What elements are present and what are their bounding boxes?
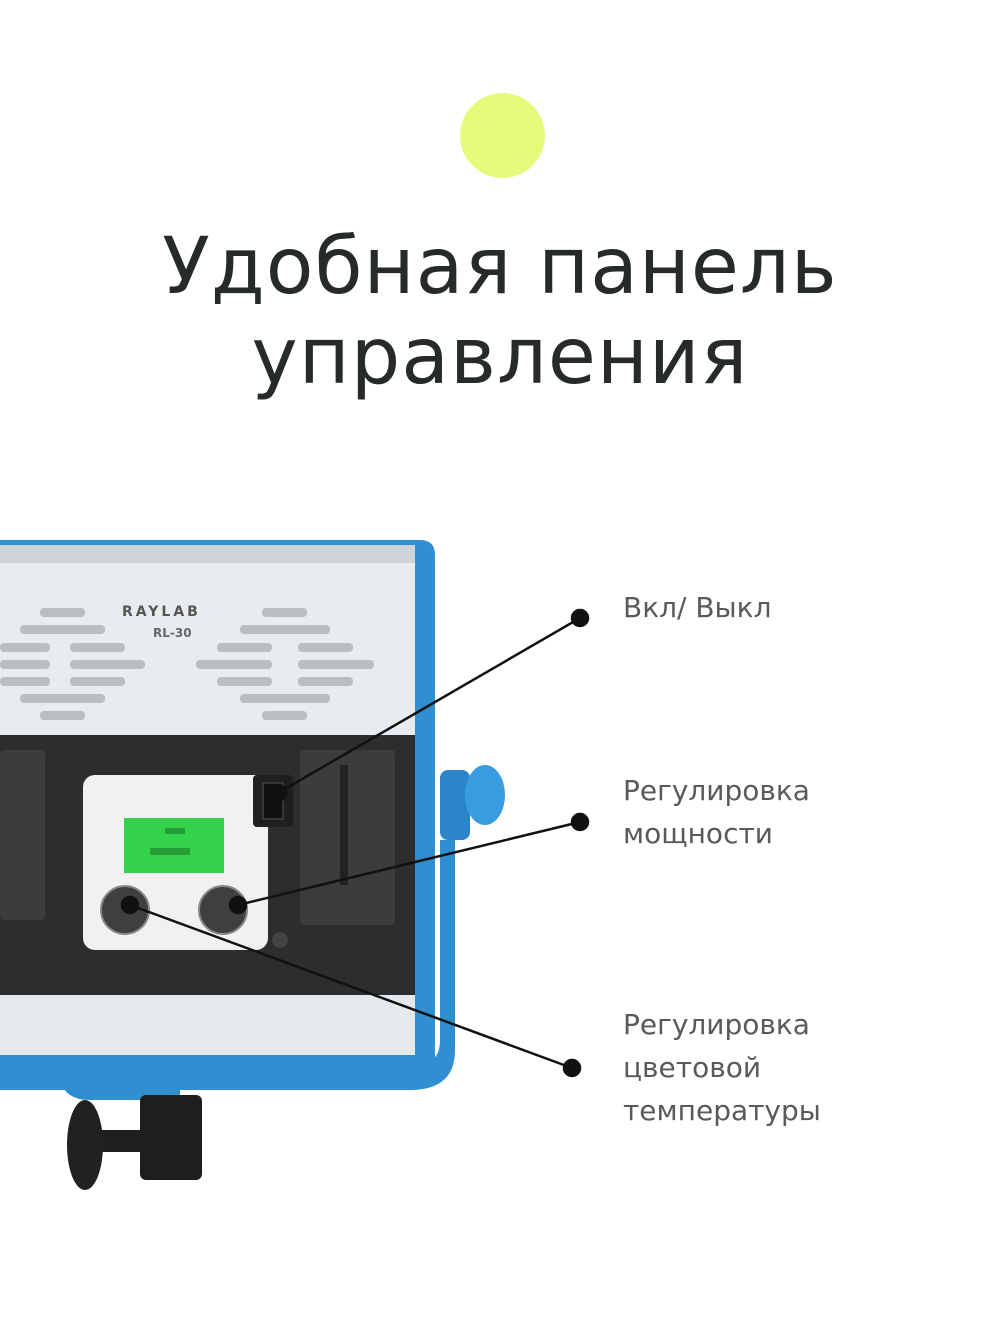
accent-dot bbox=[460, 93, 545, 178]
callout-power-control: Регулировка мощности bbox=[623, 769, 810, 855]
callout-text: температуры bbox=[623, 1094, 821, 1127]
page-title-line2: управления bbox=[251, 312, 749, 402]
lcd-screen bbox=[124, 818, 224, 873]
vent-slots bbox=[0, 608, 374, 720]
callout-text: Регулировка bbox=[623, 1008, 810, 1041]
callout-text: Регулировка bbox=[623, 774, 810, 807]
page-title-line1: Удобная панель bbox=[162, 222, 838, 312]
device-brand-logo: RAYLAB bbox=[122, 604, 201, 620]
callout-power-switch: Вкл/ Выкл bbox=[623, 586, 771, 629]
callout-lines bbox=[120, 608, 590, 1078]
device-model: RL-30 bbox=[153, 626, 192, 640]
callout-text: цветовой bbox=[623, 1051, 762, 1084]
callout-text: мощности bbox=[623, 817, 773, 850]
callout-text: Вкл/ Выкл bbox=[623, 591, 772, 624]
callout-color-temp: Регулировка цветовой температуры bbox=[623, 1003, 821, 1132]
